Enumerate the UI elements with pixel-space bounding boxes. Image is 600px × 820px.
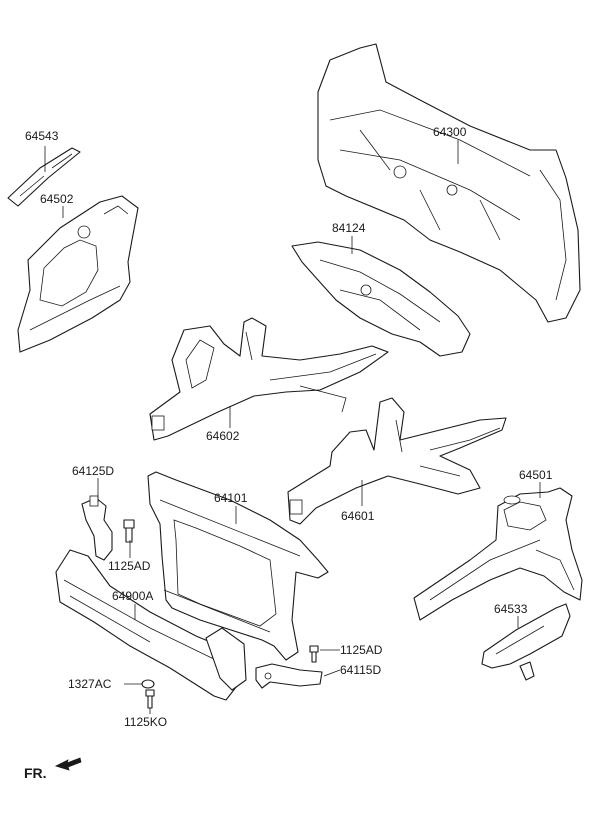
label-64502: 64502 xyxy=(40,192,74,206)
part-1125KO-drawing xyxy=(145,689,155,709)
label-64115D: 64115D xyxy=(340,663,381,677)
part-64101-drawing xyxy=(147,471,329,661)
part-1125AD-upper-drawing xyxy=(123,519,135,543)
part-labels: 64543 64502 64300 84124 64602 64101 6460… xyxy=(25,125,553,729)
label-64101: 64101 xyxy=(214,491,248,505)
front-direction-label: FR. xyxy=(24,765,47,781)
label-64300: 64300 xyxy=(433,125,467,139)
part-64501-drawing xyxy=(413,487,583,621)
label-64601: 64601 xyxy=(341,509,375,523)
label-64602: 64602 xyxy=(206,429,240,443)
part-1125AD-lower-drawing xyxy=(309,645,319,663)
label-1125KO: 1125KO xyxy=(124,715,167,729)
part-64115D-drawing xyxy=(255,663,323,689)
part-84124-drawing xyxy=(291,241,471,357)
label-64900A: 64900A xyxy=(112,589,153,603)
part-64543-drawing xyxy=(7,147,81,207)
front-arrow-icon xyxy=(54,757,82,771)
part-64900A-drawing xyxy=(55,549,247,701)
part-64502-drawing xyxy=(17,195,139,353)
part-64125D-drawing xyxy=(81,495,113,561)
label-1327AC: 1327AC xyxy=(68,677,112,691)
label-64533: 64533 xyxy=(494,602,528,616)
label-1125AD-upper: 1125AD xyxy=(108,559,151,573)
label-84124: 84124 xyxy=(332,221,366,235)
label-64125D: 64125D xyxy=(72,464,114,478)
part-1327AC-drawing xyxy=(141,679,155,689)
front-direction-indicator: FR. xyxy=(24,757,82,781)
part-64300-drawing xyxy=(317,43,581,323)
label-64543: 64543 xyxy=(25,129,59,143)
label-64501: 64501 xyxy=(519,468,553,482)
part-64601-drawing xyxy=(287,397,507,525)
leader-lines xyxy=(44,140,541,714)
part-64533-drawing xyxy=(481,603,571,681)
label-1125AD-lower: 1125AD xyxy=(340,643,383,657)
part-64602-drawing xyxy=(149,317,389,441)
